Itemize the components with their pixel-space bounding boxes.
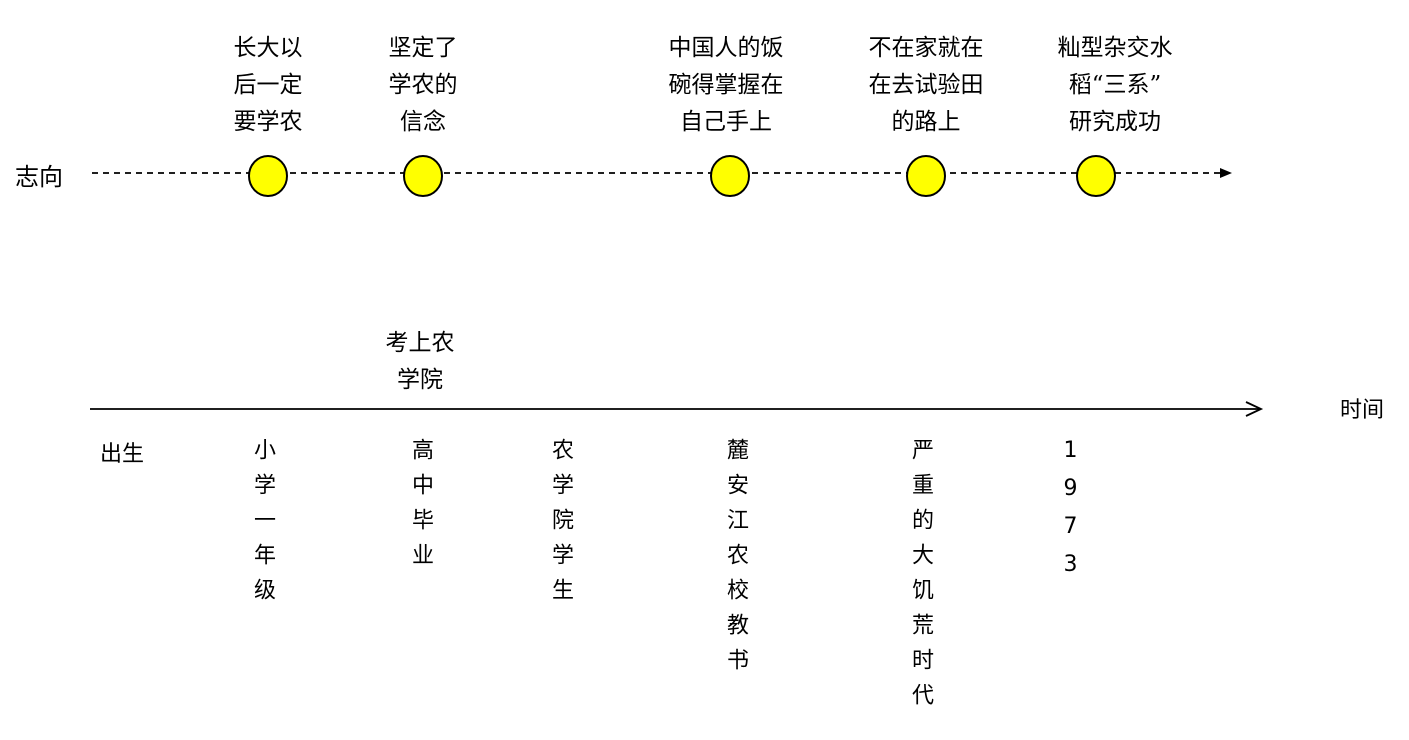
milestone-node-4 (906, 155, 946, 197)
milestone-text-3: 中国人的饭碗得掌握在自己手上 (668, 35, 784, 135)
stage-birth: 出生 (100, 442, 145, 467)
milestone-text-4: 不在家就在在去试验田的路上 (868, 35, 984, 135)
time-label: 时间 (1340, 398, 1385, 423)
stage-high-school: 高中毕业 (408, 438, 433, 578)
milestone-text-1: 长大以后一定要学农 (233, 35, 303, 135)
above-axis-event: 考上农学院 (385, 330, 455, 393)
stage-famine: 严重的大饥荒时代 (908, 438, 933, 718)
milestone-text-2: 坚定了学农的信念 (388, 35, 458, 135)
time-axis-arrowhead (1245, 401, 1264, 417)
aspiration-label: 志向 (15, 163, 63, 191)
milestone-text-5: 籼型杂交水稻“三系”研究成功 (1057, 35, 1173, 135)
stage-agri-college: 农学院学生 (548, 438, 573, 613)
milestone-node-2 (403, 155, 443, 197)
milestone-node-5 (1076, 155, 1116, 197)
aspiration-arrowhead (1220, 168, 1232, 178)
stage-1973: 1973 (1058, 438, 1083, 590)
stage-teaching: 麓安江农校教书 (723, 438, 748, 683)
milestone-node-3 (710, 155, 750, 197)
stage-primary-school: 小学一年级 (250, 438, 275, 613)
milestone-node-1 (248, 155, 288, 197)
